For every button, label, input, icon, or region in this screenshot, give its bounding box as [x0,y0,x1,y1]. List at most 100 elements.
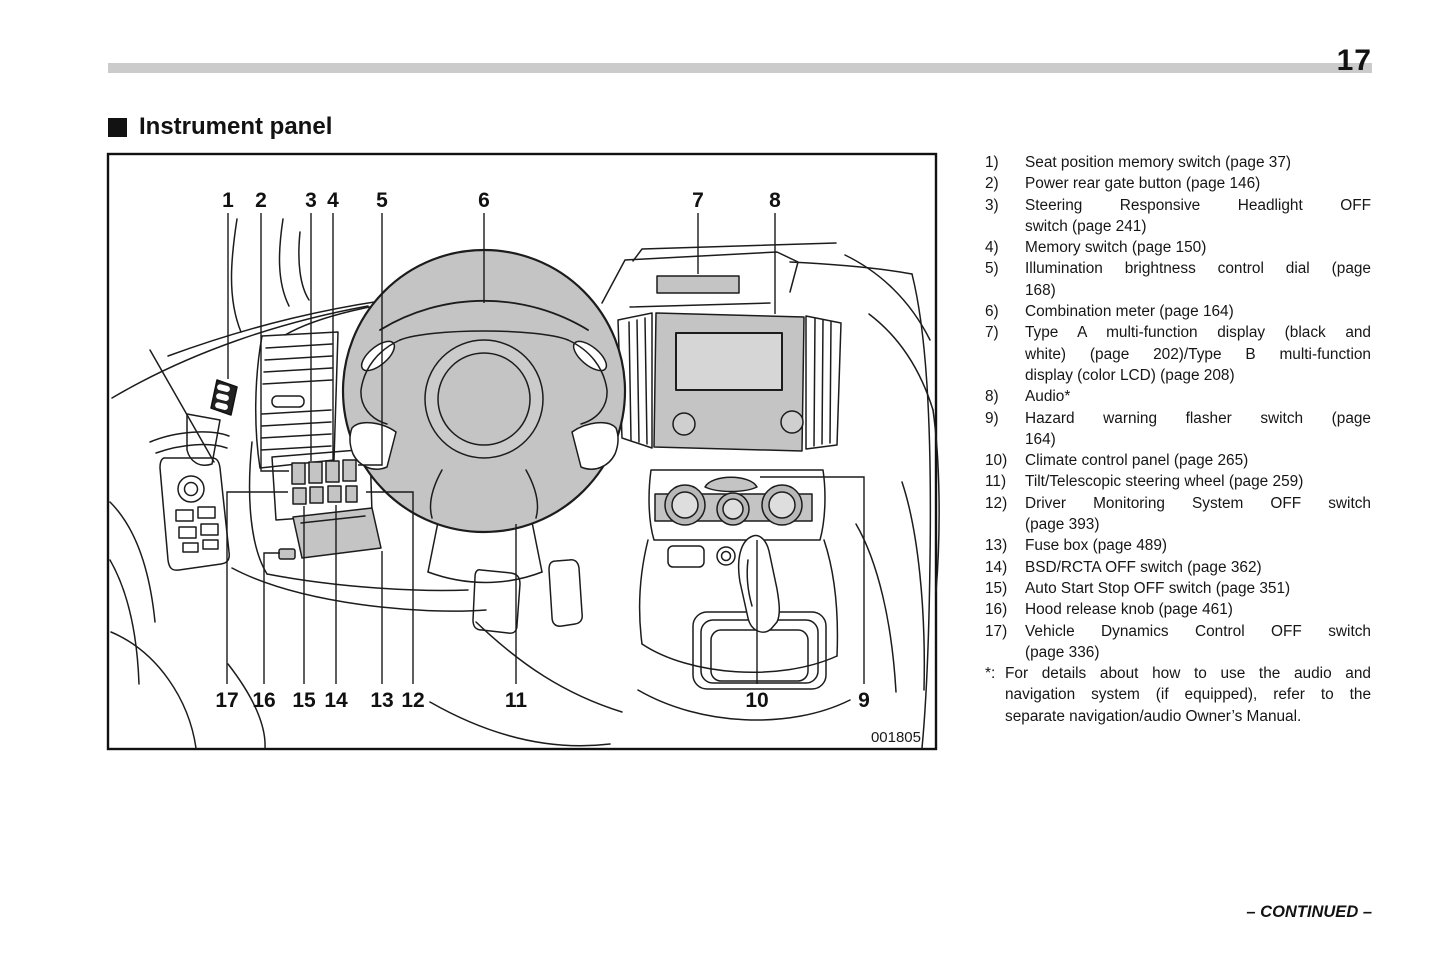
legend-line: Audio* [1025,388,1071,406]
legend-line: Fuse box (page 489) [1025,537,1168,555]
legend-line: Driver Monitoring System OFF switch [1025,494,1371,512]
diagram-label-10: 10 [745,689,768,712]
legend-item-text: Hazard warning flasher switch (page 164) [1025,408,1371,451]
legend-item: 16) Hood release knob (page 461) [985,599,1371,620]
legend-item-number: *: [985,665,996,683]
legend-item: 9) Hazard warning flasher switch (page 164… [985,408,1371,451]
legend-line: 168) [1025,281,1056,299]
legend-item: 12) Driver Monitoring System OFF switch (p… [985,493,1371,536]
legend-line: Memory switch (page 150) [1025,239,1207,257]
header-rule-bar [108,63,1372,73]
legend-item-number: 14) [985,558,1008,576]
legend-line: Illumination brightness control dial (pa… [1025,260,1371,278]
legend-line: Vehicle Dynamics Control OFF switch [1025,622,1371,640]
diagram-label-13: 13 [370,689,393,712]
page-number: 17 [1336,44,1372,77]
diagram-label-2: 2 [255,189,267,212]
continued-label: – CONTINUED – [1246,903,1372,921]
legend-item: 5) Illumination brightness control dial (… [985,258,1371,301]
figure-code: 001805 [871,729,921,746]
legend-item-number: 3) [985,196,999,214]
legend-item-text: Tilt/Telescopic steering wheel (page 259… [1025,471,1371,492]
legend-item-text: Driver Monitoring System OFF switch (page… [1025,493,1371,536]
legend-item: 3) Steering Responsive Headlight OFF switc… [985,195,1371,238]
legend-line: separate navigation/audio Owner’s Manual… [1005,707,1302,725]
legend-item: 1) Seat position memory switch (page 37) [985,152,1371,173]
legend-item-text: Climate control panel (page 265) [1025,450,1371,471]
legend-item-text: Illumination brightness control dial (pa… [1025,258,1371,301]
legend-line: Steering Responsive Headlight OFF [1025,196,1371,214]
legend-item-number: 16) [985,601,1008,619]
legend-line: Auto Start Stop OFF switch (page 351) [1025,579,1291,597]
legend-line: navigation system (if equipped), refer t… [1005,686,1371,704]
legend-item-number: 9) [985,409,999,427]
legend-item-number: 1) [985,154,999,171]
legend-item-number: 13) [985,537,1008,555]
leader-line-12 [366,491,414,684]
legend-line: BSD/RCTA OFF switch (page 362) [1025,558,1262,576]
legend-item-number: 4) [985,239,999,257]
legend-item: 7) Type A multi-function display (black a… [985,322,1371,386]
legend-item-text: Hood release knob (page 461) [1025,599,1371,620]
leader-line-5 [358,213,383,466]
legend-item-number: 8) [985,388,999,406]
diagram-label-16: 16 [252,689,275,712]
page-title: Instrument panel [139,113,333,140]
legend-item-number: 7) [985,324,999,342]
legend-item-number: 12) [985,494,1008,512]
legend-line: (page 336) [1025,643,1100,661]
legend-item-text: Type A multi-function display (black and… [1025,322,1371,386]
legend-line: Power rear gate button (page 146) [1025,175,1261,193]
legend-line: Seat position memory switch (page 37) [1025,154,1292,171]
legend-item-text: Auto Start Stop OFF switch (page 351) [1025,578,1371,599]
legend-item-number: 15) [985,579,1008,597]
diagram-label-4: 4 [327,189,339,212]
legend-item: 14) BSD/RCTA OFF switch (page 362) [985,557,1371,578]
legend-item: 17)Vehicle Dynamics Control OFF switch(p… [985,621,1371,664]
legend-item-text: For details about how to use the audio a… [1005,663,1371,727]
legend-item-text: Power rear gate button (page 146) [1025,173,1371,194]
leader-line-17 [226,491,288,684]
diagram-label-11: 11 [505,689,528,712]
legend-line: white) (page 202)/Type B multi-function [1025,345,1371,363]
legend-item: 2)Power rear gate button (page 146) [985,173,1371,194]
diagram-label-3: 3 [305,189,317,212]
legend-item: 15) Auto Start Stop OFF switch (page 351) [985,578,1371,599]
legend-item-text: Audio* [1025,386,1371,407]
legend-line: Hazard warning flasher switch (page [1025,409,1371,427]
instrument-panel-illustration [109,218,940,749]
legend-list: 1) Seat position memory switch (page 37) 2… [985,152,1371,727]
legend-item: 11) Tilt/Telescopic steering wheel (page … [985,471,1371,492]
leader-line-9 [760,476,865,684]
legend-item-number: 5) [985,260,999,278]
legend-line: display (color LCD) (page 208) [1025,366,1235,384]
legend-item-text: Memory switch (page 150) [1025,237,1371,258]
legend-item-text: Fuse box (page 489) [1025,535,1371,556]
legend-item-text: Steering Responsive Headlight OFF switch … [1025,195,1371,238]
legend-line: Tilt/Telescopic steering wheel (page 259… [1025,473,1304,491]
diagram-label-12: 12 [401,689,424,712]
legend-line: 164) [1025,430,1056,448]
legend-item: 13) Fuse box (page 489) [985,535,1371,556]
diagram-label-9: 9 [858,689,870,712]
legend-item-text: Combination meter (page 164) [1025,301,1371,322]
diagram-label-15: 15 [292,689,316,712]
legend-line: Hood release knob (page 461) [1025,601,1233,619]
legend-footnote: *: For details about how to use the audio… [985,663,1371,727]
legend-line: switch (page 241) [1025,217,1147,235]
legend-item-text: Seat position memory switch (page 37) [1025,152,1371,173]
diagram-label-5: 5 [376,189,388,212]
legend-line: Combination meter (page 164) [1025,303,1234,321]
diagram-label-6: 6 [478,189,490,212]
legend-item: 10) Climate control panel (page 265) [985,450,1371,471]
legend-line: Climate control panel (page 265) [1025,452,1249,470]
legend-item-number: 11) [985,473,1007,491]
legend-line: (page 393) [1025,516,1100,534]
diagram-label-14: 14 [324,689,348,712]
legend-item: 6)Combination meter (page 164) [985,301,1371,322]
legend-item-number: 10) [985,452,1008,470]
diagram-label-7: 7 [692,189,704,212]
diagram-label-8: 8 [769,189,781,212]
